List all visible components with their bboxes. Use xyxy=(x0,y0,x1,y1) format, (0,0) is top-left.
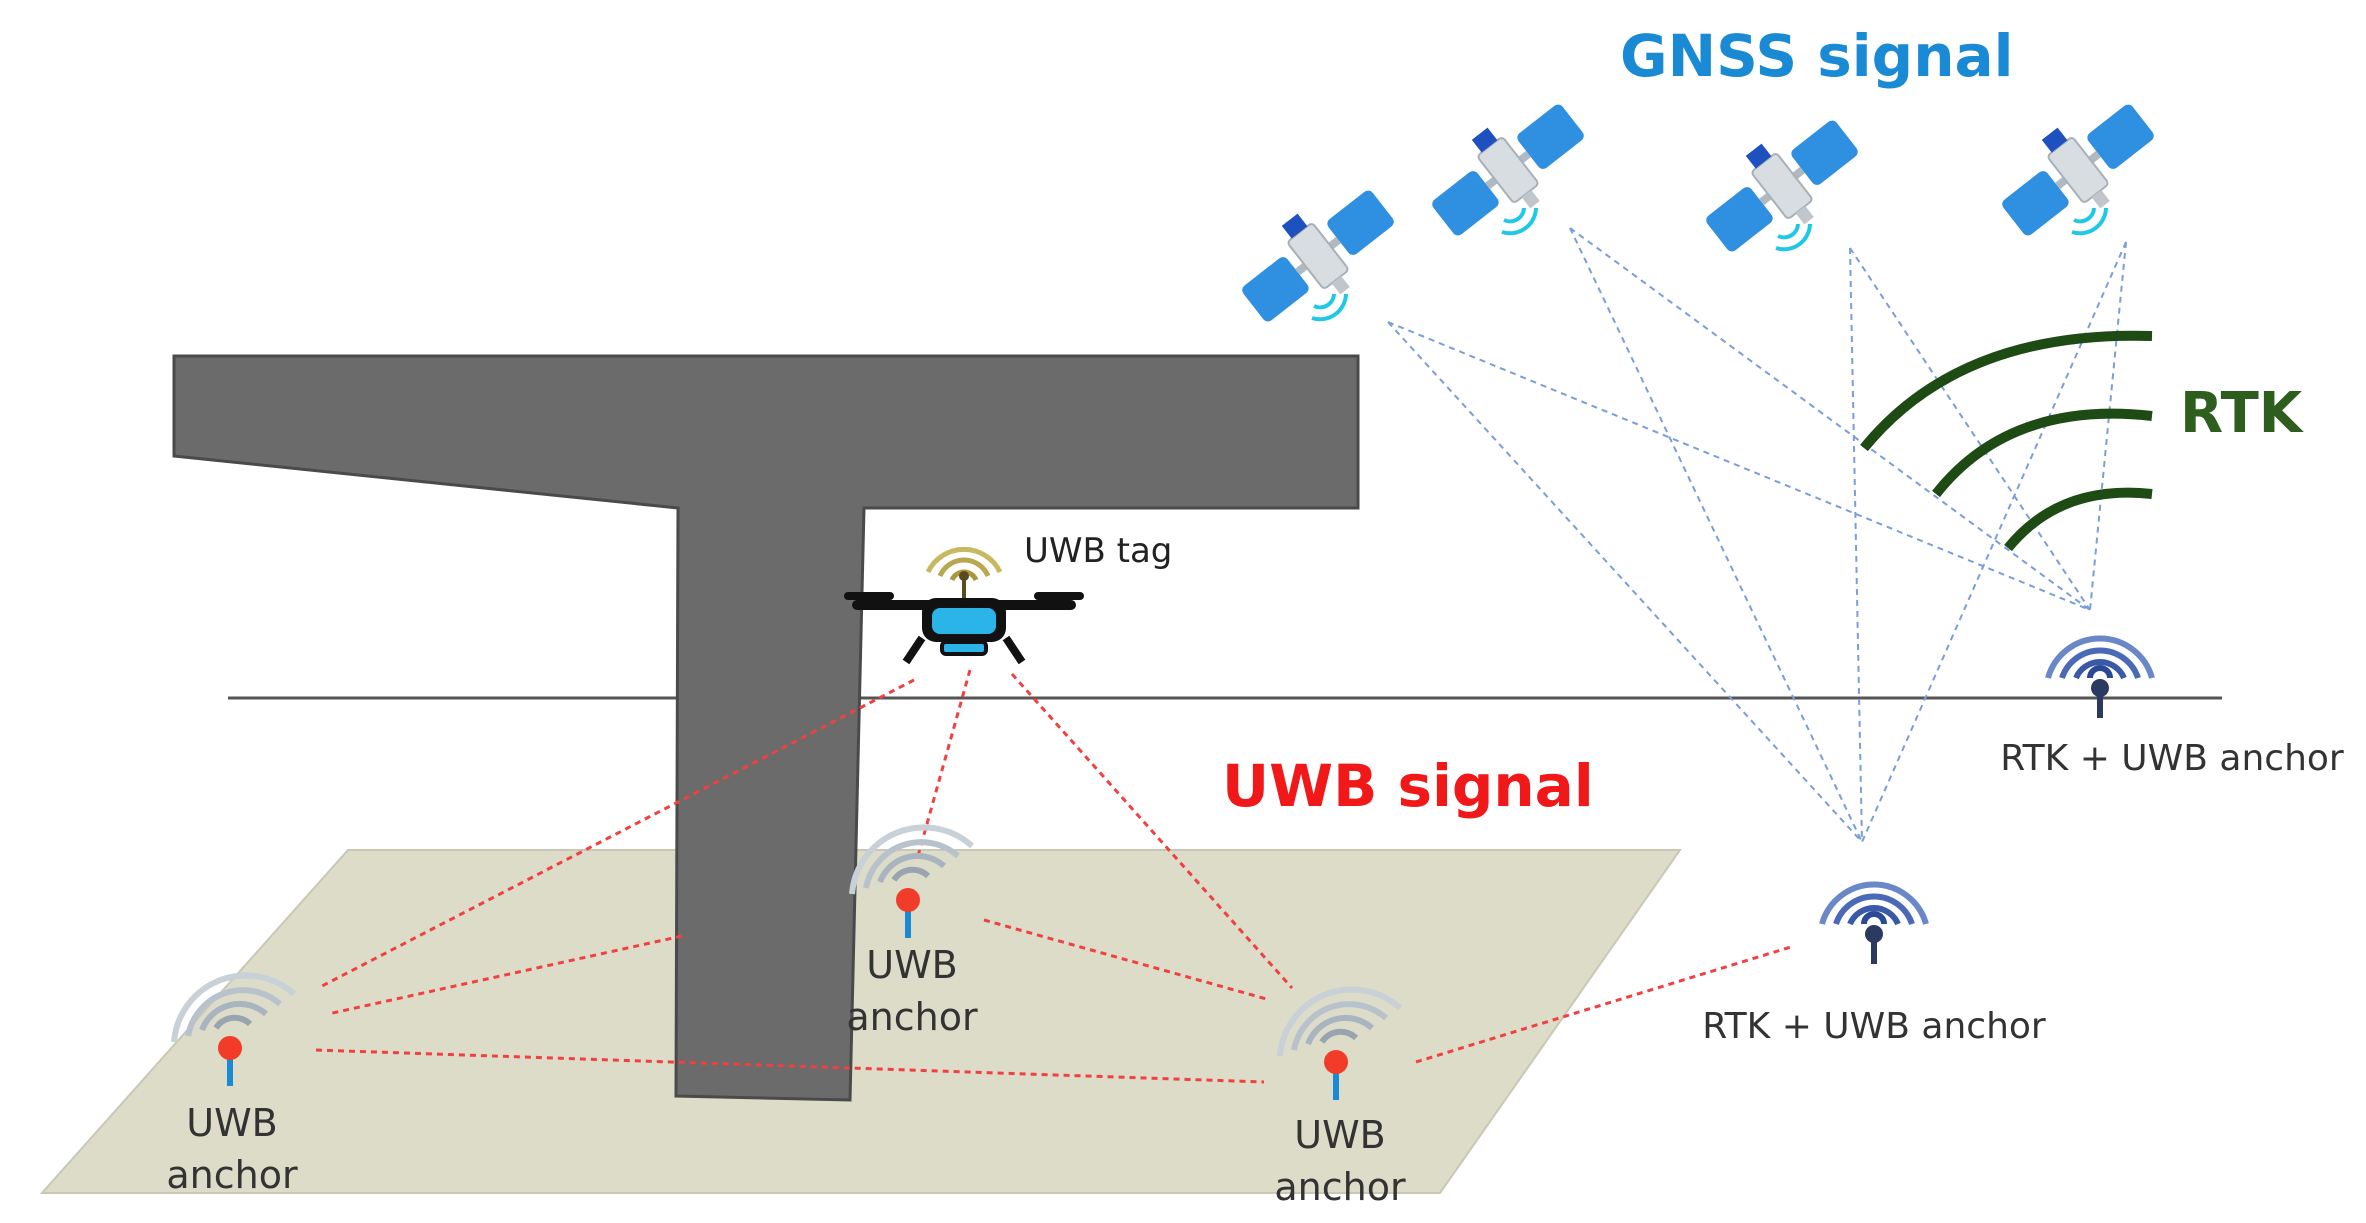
bridge-pier xyxy=(172,354,1360,1102)
rtk-anchor-icon xyxy=(1822,885,1926,964)
uwb-anchor-label-line2: anchor xyxy=(1274,1165,1406,1209)
uwb-anchor-label-line1: UWB xyxy=(1294,1113,1385,1157)
uwb-anchor-label-line1: UWB xyxy=(186,1101,277,1145)
satellite-icon xyxy=(1983,81,2172,258)
uwb-signal-label: UWB signal xyxy=(1222,752,1594,820)
rtk-uwb-anchor-label: RTK + UWB anchor xyxy=(1702,1006,2046,1047)
rtk-uwb-anchor-label: RTK + UWB anchor xyxy=(2000,738,2344,779)
uwb-anchor-label-line1: UWB xyxy=(866,943,957,987)
satellite-icon xyxy=(1223,167,1412,344)
ground-plane xyxy=(39,849,1682,1194)
gnss-signal-lines xyxy=(1387,227,2127,843)
rtk-label: RTK xyxy=(2180,381,2305,446)
uwb-anchor-label-line2: anchor xyxy=(846,995,978,1039)
rtk-anchor-icon xyxy=(2048,639,2152,718)
gnss-signal-label: GNSS signal xyxy=(1620,22,2014,90)
drone-icon xyxy=(844,547,1084,665)
rtk-arcs xyxy=(1860,330,2153,552)
uwb-signal-lines xyxy=(315,669,1795,1084)
uwb-tag-label: UWB tag xyxy=(1024,531,1172,571)
satellite-icon xyxy=(1687,97,1876,274)
uwb-anchor-label-line2: anchor xyxy=(166,1153,298,1197)
